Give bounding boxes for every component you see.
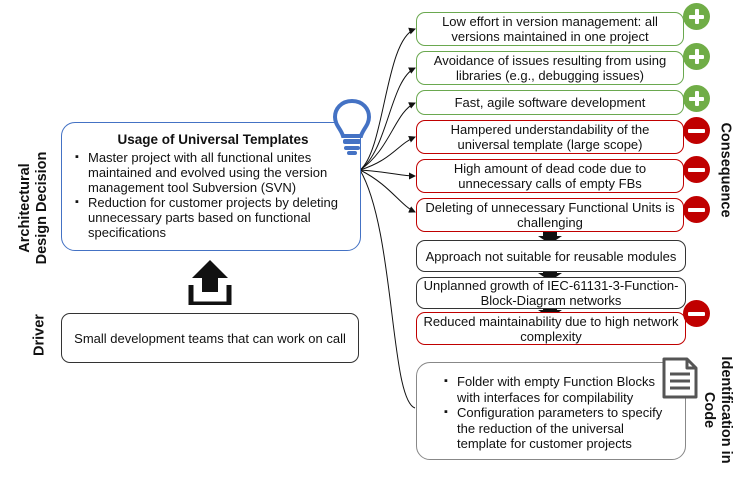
decision-side-label: Architectural Design Decision (17, 151, 50, 265)
driver-side-label: Driver (31, 314, 48, 356)
plus-icon (683, 3, 710, 30)
consequence-box: Low effort in version management: all ve… (416, 12, 684, 46)
minus-icon (683, 117, 710, 144)
identification-side-label: Identification in Code (701, 356, 734, 464)
decision-bullet: Reduction for customer projects by delet… (75, 195, 352, 240)
decision-box: Usage of Universal Templates Master proj… (61, 122, 361, 251)
down-arrow-icon (538, 230, 562, 244)
document-icon (662, 357, 698, 399)
code-bullet: Folder with empty Function Blocks with i… (444, 374, 677, 405)
minus-icon (683, 300, 710, 327)
lightbulb-icon (332, 98, 372, 155)
consequence-box: Approach not suitable for reusable modul… (416, 240, 686, 272)
code-bullet: Configuration parameters to specify the … (444, 405, 677, 452)
minus-icon (683, 156, 710, 183)
consequence-side-label: Consequence (717, 122, 734, 218)
consequence-box: Fast, agile software development (416, 90, 684, 115)
driver-text: Small development teams that can work on… (74, 330, 346, 346)
plus-icon (683, 43, 710, 70)
consequence-box: Hampered understandability of the univer… (416, 120, 684, 154)
decision-title: Usage of Universal Templates (117, 132, 309, 147)
code-bullet-list: Folder with empty Function Blocks with i… (444, 374, 677, 452)
consequence-box: Avoidance of issues resulting from using… (416, 51, 684, 85)
minus-icon (683, 196, 710, 223)
code-identification-box: Folder with empty Function Blocks with i… (416, 362, 686, 460)
plus-icon (683, 85, 710, 112)
driver-box: Small development teams that can work on… (61, 313, 359, 363)
upload-arrow-icon (188, 260, 232, 305)
consequence-box: Deleting of unnecessary Functional Units… (416, 198, 684, 232)
decision-bullet-list: Master project with all functional unite… (74, 150, 352, 240)
consequence-box: High amount of dead code due to unnecess… (416, 159, 684, 193)
consequence-box: Reduced maintainability due to high netw… (416, 312, 686, 345)
consequence-box: Unplanned growth of IEC-61131-3-Function… (416, 277, 686, 309)
decision-bullet: Master project with all functional unite… (75, 150, 352, 195)
